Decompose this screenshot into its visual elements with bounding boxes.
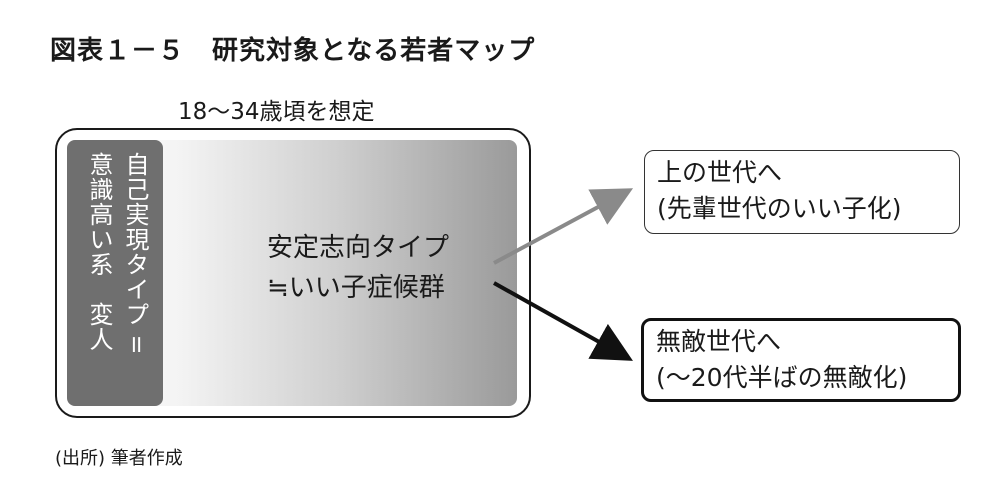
upper-generation-box: 上の世代へ (先輩世代のいい子化) — [644, 150, 960, 234]
center-line-2: ≒いい子症候群 — [267, 273, 445, 303]
arrow-to-invincible-generation — [493, 281, 633, 361]
band-text-conscious: 意識高い系 変人 — [85, 152, 113, 352]
self-realization-band: 自己実現タイプ॥ 意識高い系 変人 — [67, 140, 163, 406]
source-note: (出所) 筆者作成 — [55, 448, 183, 469]
figure-title: 図表１－５ 研究対象となる若者マップ — [50, 36, 536, 66]
youth-map-box: 自己実現タイプ॥ 意識高い系 変人 安定志向タイプ ≒いい子症候群 — [55, 128, 531, 418]
stability-type-label: 安定志向タイプ ≒いい子症候群 — [267, 228, 449, 308]
center-line-1: 安定志向タイプ — [267, 233, 450, 263]
invincible-generation-box: 無敵世代へ (〜20代半ばの無敵化) — [641, 318, 961, 402]
lower-box-line-2: (〜20代半ばの無敵化) — [656, 363, 908, 392]
lower-box-line-1: 無敵世代へ — [656, 327, 782, 356]
age-range-label: 18〜34歳頃を想定 — [178, 99, 375, 125]
band-text-self-realization: 自己実現タイプ॥ — [121, 152, 149, 361]
upper-box-line-1: 上の世代へ — [657, 158, 783, 187]
arrow-to-upper-generation — [493, 188, 634, 265]
upper-box-line-2: (先輩世代のいい子化) — [657, 194, 902, 223]
